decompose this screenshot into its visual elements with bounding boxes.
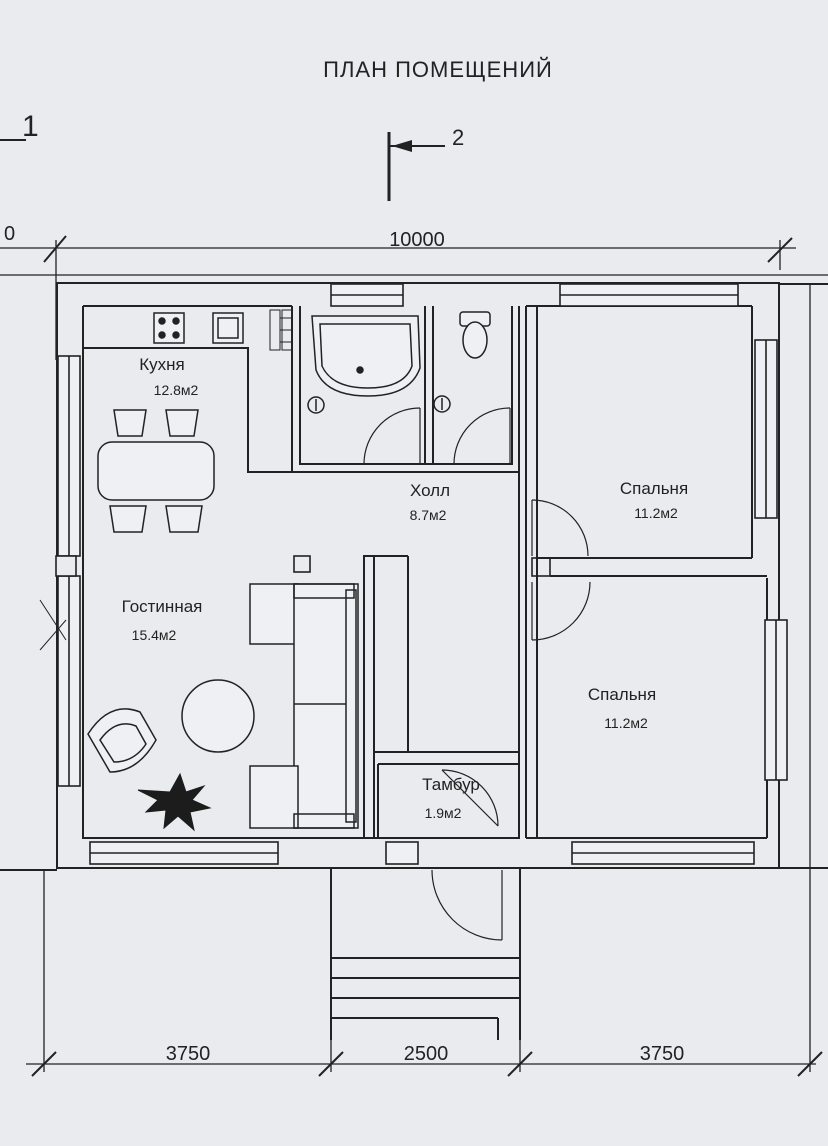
room-label-hall: Холл bbox=[410, 481, 450, 500]
kitchen-fixtures bbox=[153, 309, 293, 351]
porch-stairs bbox=[330, 868, 521, 1040]
sofa-icon bbox=[249, 583, 359, 829]
toilet-icon bbox=[433, 311, 491, 413]
window-leaf-mark bbox=[39, 619, 67, 651]
plan-title: ПЛАН ПОМЕЩЕНИЙ bbox=[323, 57, 553, 82]
dimension-left-cut: 0 bbox=[4, 223, 15, 245]
bottom-dimension bbox=[26, 870, 823, 1077]
chair-icon bbox=[109, 505, 147, 533]
plant-icon bbox=[137, 772, 212, 832]
dimension-bottom-left: 3750 bbox=[166, 1043, 211, 1065]
chair-icon bbox=[113, 409, 147, 437]
radiator-icon bbox=[269, 309, 293, 351]
section-mark-left-label: 1 bbox=[22, 110, 39, 143]
room-area-living: 15.4м2 bbox=[132, 627, 177, 643]
room-label-vestibule: Тамбур bbox=[422, 775, 480, 794]
window-leaf-mark bbox=[39, 599, 67, 641]
dining-table bbox=[97, 441, 215, 501]
windows bbox=[57, 283, 788, 865]
section-mark-left: 1 bbox=[0, 110, 39, 143]
bathtub-icon bbox=[307, 315, 421, 414]
room-label-living: Гостинная bbox=[122, 597, 203, 616]
chair-icon bbox=[165, 409, 199, 437]
dimension-bottom-center: 2500 bbox=[404, 1043, 449, 1065]
room-label-bedroom-1: Спальня bbox=[620, 479, 688, 498]
room-area-bedroom-1: 11.2м2 bbox=[634, 505, 678, 521]
coffee-table-icon bbox=[181, 679, 255, 753]
dimension-bottom-right: 3750 bbox=[640, 1043, 685, 1065]
room-area-hall: 8.7м2 bbox=[410, 507, 447, 523]
wall-posts bbox=[55, 555, 551, 577]
section-mark-right: 2 bbox=[387, 125, 464, 201]
top-dimension bbox=[0, 235, 828, 360]
chair-icon bbox=[165, 505, 203, 533]
room-area-vestibule: 1.9м2 bbox=[425, 805, 462, 821]
doors bbox=[363, 407, 591, 941]
dimension-total-width: 10000 bbox=[389, 229, 445, 251]
internal-partitions bbox=[83, 306, 767, 839]
room-area-bedroom-2: 11.2м2 bbox=[604, 715, 648, 731]
section-mark-right-label: 2 bbox=[452, 125, 464, 150]
room-area-kitchen: 12.8м2 bbox=[154, 382, 199, 398]
stove-icon bbox=[153, 312, 185, 344]
room-label-kitchen: Кухня bbox=[139, 355, 185, 374]
dining-set bbox=[97, 409, 215, 533]
room-label-bedroom-2: Спальня bbox=[588, 685, 656, 704]
armchair-icon bbox=[87, 708, 157, 773]
